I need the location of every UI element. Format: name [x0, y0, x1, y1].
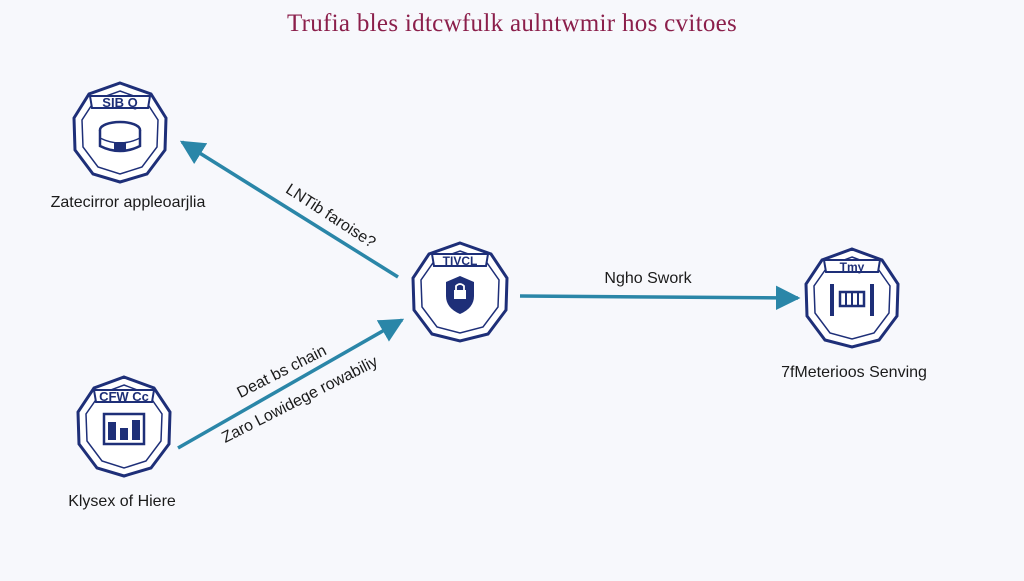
node-right-label: 7fMeterioos Senving	[781, 364, 927, 381]
node-bottom-left-badge-text: CFW Cc	[99, 389, 149, 404]
diagram-title: Trufia bles idtcwfulk aulntwmir hos cvit…	[286, 10, 738, 37]
node-right[interactable]: Tmy	[804, 247, 900, 349]
edge-upper	[179, 140, 399, 279]
server-icon	[102, 412, 146, 446]
node-bottom-left-label: Klysex of Hiere	[68, 493, 176, 510]
edge-lower	[177, 318, 405, 450]
node-top-left[interactable]: SIB Q	[72, 81, 168, 184]
edge-upper-label: LNTib faroise?	[282, 181, 378, 252]
node-top-left-badge-text: SIB Q	[102, 95, 137, 110]
node-right-badge-text: Tmy	[840, 260, 865, 274]
node-center-badge-text: TIVCL	[443, 254, 478, 268]
node-bottom-left[interactable]: CFW Cc	[76, 375, 172, 478]
shield-icon	[446, 276, 474, 314]
edge-right-label: Ngho Swork	[604, 270, 692, 287]
node-top-left-label: Zatecirror appleoarjlia	[51, 194, 206, 211]
network-icon	[830, 284, 874, 316]
node-center[interactable]: TIVCL	[411, 241, 509, 343]
edge-right	[519, 285, 801, 311]
database-icon	[98, 120, 142, 153]
